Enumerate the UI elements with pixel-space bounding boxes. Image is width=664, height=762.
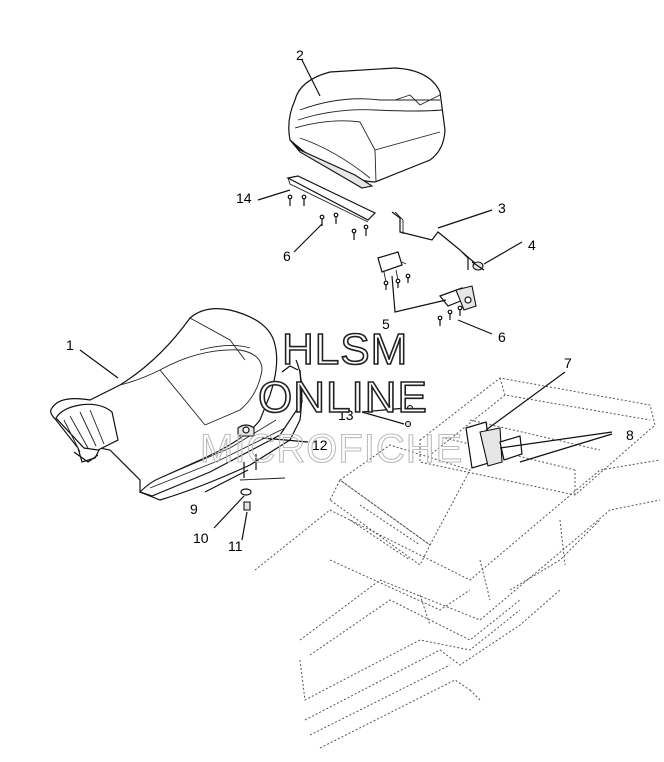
watermark-line-3: MICROFICHE <box>200 427 463 471</box>
rack-bracket-part-7 <box>465 371 566 469</box>
latch-bracket-part-5 <box>377 251 477 313</box>
callout-4: 4 <box>528 237 536 253</box>
callout-7: 7 <box>564 355 572 371</box>
seat-assembly-part-1 <box>50 308 303 501</box>
seat-cushion-part-2 <box>288 67 446 189</box>
washer-part-10 <box>213 488 252 529</box>
callout-9: 9 <box>190 501 198 517</box>
watermark-line-2: ONLINE <box>258 373 428 422</box>
callout-6-left: 6 <box>283 248 291 264</box>
latch-rod-part-3 <box>391 211 485 271</box>
callout-8: 8 <box>626 427 634 443</box>
rack-bracket-part-8 <box>499 431 613 463</box>
callout-numbers: 2 14 3 6 4 5 6 1 7 13 8 12 9 10 11 <box>66 47 634 554</box>
watermark: MICROFICHE HLSM ONLINE <box>199 324 463 471</box>
stud-part-9 <box>204 454 257 493</box>
screw-group-14 <box>287 194 369 240</box>
callout-1: 1 <box>66 337 74 353</box>
callout-12: 12 <box>312 437 328 453</box>
leader-lines <box>79 59 523 379</box>
watermark-line-1: HLSM <box>282 325 408 374</box>
bolt-part-11 <box>241 501 251 541</box>
callout-5: 5 <box>382 316 390 332</box>
callout-11: 11 <box>228 538 243 554</box>
bolt-part-13 <box>361 404 414 428</box>
leader-12 <box>261 437 309 443</box>
screw-group-6-right <box>437 305 463 326</box>
callout-14: 14 <box>236 190 252 206</box>
callout-10: 10 <box>193 530 209 546</box>
callout-2: 2 <box>296 47 304 63</box>
rod-end-part-4 <box>471 261 485 271</box>
callout-13: 13 <box>338 407 354 423</box>
seat-hardware <box>204 404 414 541</box>
chassis-frame <box>254 377 661 749</box>
callout-6-right: 6 <box>498 329 506 345</box>
callout-3: 3 <box>498 200 506 216</box>
mounting-plate-part-14 <box>286 175 377 240</box>
